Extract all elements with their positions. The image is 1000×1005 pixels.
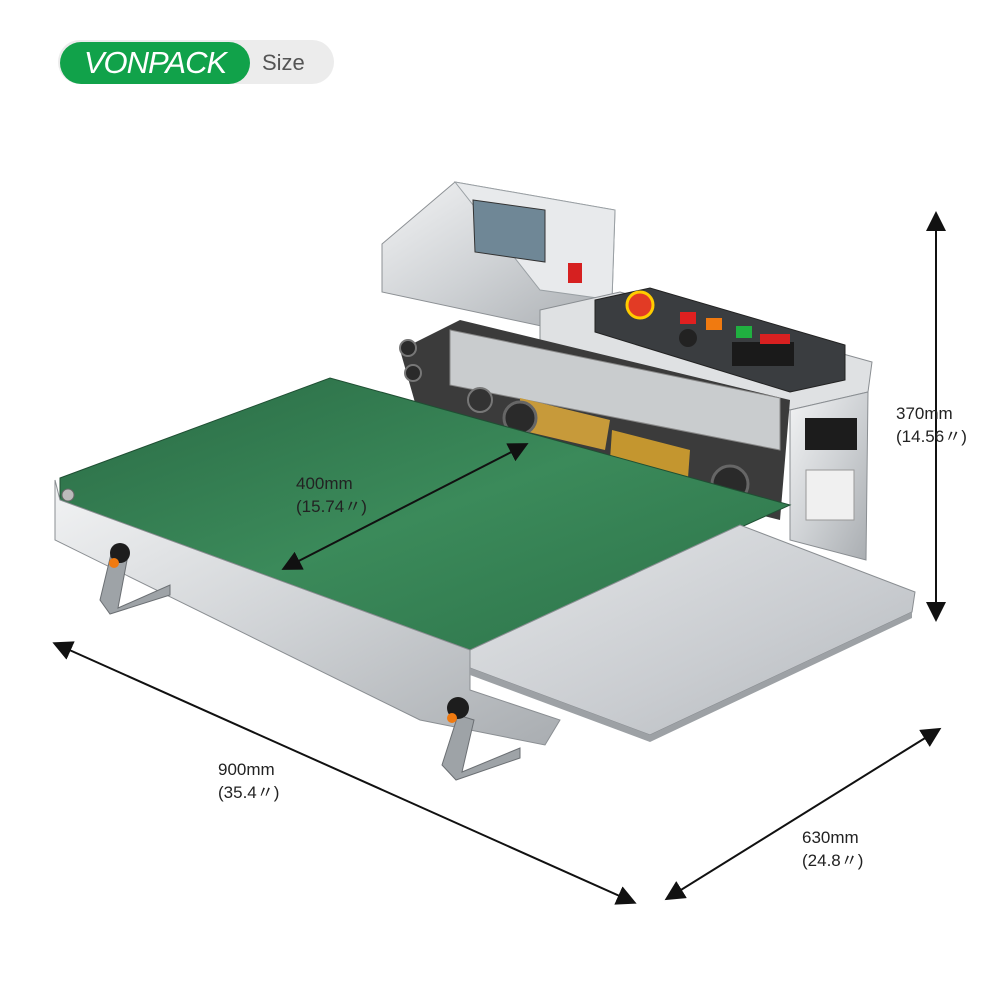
size-label: Size [262,50,305,75]
height-inches: (14.56〃) [896,427,967,446]
height-mm: 370mm [896,404,953,423]
length-inches: (35.4〃) [218,783,280,802]
length-arrow [52,641,637,905]
width-inches: (15.74〃) [296,497,367,516]
brand-name: VONPACK [83,45,227,80]
seal-mechanism [399,320,790,520]
width-mm: 400mm [296,474,353,493]
dimension-arrows [52,211,946,905]
depth-inches: (24.8〃) [802,851,864,870]
length-mm: 900mm [218,760,275,779]
depth-mm: 630mm [802,828,859,847]
sealer-head [381,181,616,331]
length-dimension: 900mm (35.4〃) [218,758,279,804]
brand-logo: VONPACK [60,42,250,84]
depth-arrow [664,727,942,901]
depth-dimension: 630mm (24.8〃) [802,826,863,872]
width-dimension: 400mm (15.74〃) [296,472,367,518]
height-dimension: 370mm (14.56〃) [896,402,967,448]
width-arrow [281,443,529,570]
